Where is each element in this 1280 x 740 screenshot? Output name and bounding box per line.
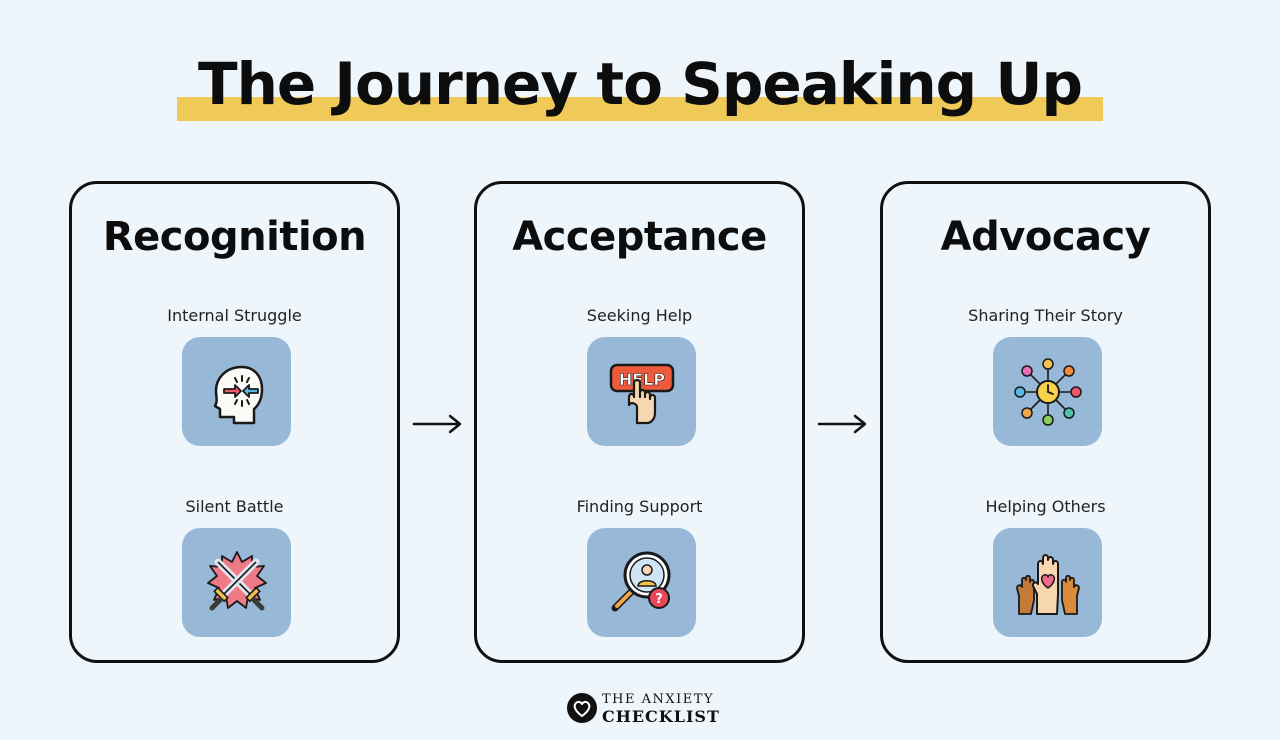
brand-line-2: CHECKLIST: [602, 707, 720, 726]
icon-tile: [182, 528, 291, 637]
title-area: The Journey to Speaking Up: [0, 44, 1280, 134]
item-label: Seeking Help: [586, 306, 693, 325]
icon-tile: [993, 337, 1102, 446]
icon-tile: [182, 337, 291, 446]
brand-line-1: THE ANXIETY: [602, 692, 715, 707]
stage-title: Recognition: [102, 214, 367, 260]
item-label: Internal Struggle: [167, 306, 302, 325]
raised-hands-heart-icon: [1015, 553, 1080, 615]
people-network-icon: [1013, 357, 1082, 426]
head-conflict-icon: [213, 365, 263, 424]
crossed-swords-icon: [206, 550, 267, 610]
arrow-right-icon: [817, 414, 867, 434]
stage-card-advocacy: Advocacy Sharing Their Story: [880, 181, 1211, 663]
help-text: HELP: [618, 370, 665, 389]
page-title: The Journey to Speaking Up: [198, 50, 1083, 118]
help-button-icon: HELP: [609, 363, 674, 424]
stage-title: Acceptance: [512, 214, 767, 260]
item-label: Finding Support: [576, 497, 703, 516]
item-label: Helping Others: [985, 497, 1106, 516]
heart-logo-icon: [567, 693, 597, 723]
arrow-right-icon: [412, 414, 462, 434]
question-mark-text: ?: [655, 592, 663, 607]
title-highlight: [177, 97, 1103, 121]
stage-title: Advocacy: [940, 214, 1151, 260]
icon-tile: HELP: [587, 337, 696, 446]
magnifier-person-icon: ?: [611, 551, 670, 611]
item-label: Silent Battle: [185, 497, 284, 516]
item-label: Sharing Their Story: [968, 306, 1123, 325]
stage-card-acceptance: Acceptance Seeking Help HELP Finding Sup…: [474, 181, 805, 663]
stage-card-recognition: Recognition Internal Struggle Silent Bat…: [69, 181, 400, 663]
icon-tile: ?: [587, 528, 696, 637]
icon-tile: [993, 528, 1102, 637]
brand-footer: THE ANXIETY CHECKLIST: [566, 690, 726, 730]
